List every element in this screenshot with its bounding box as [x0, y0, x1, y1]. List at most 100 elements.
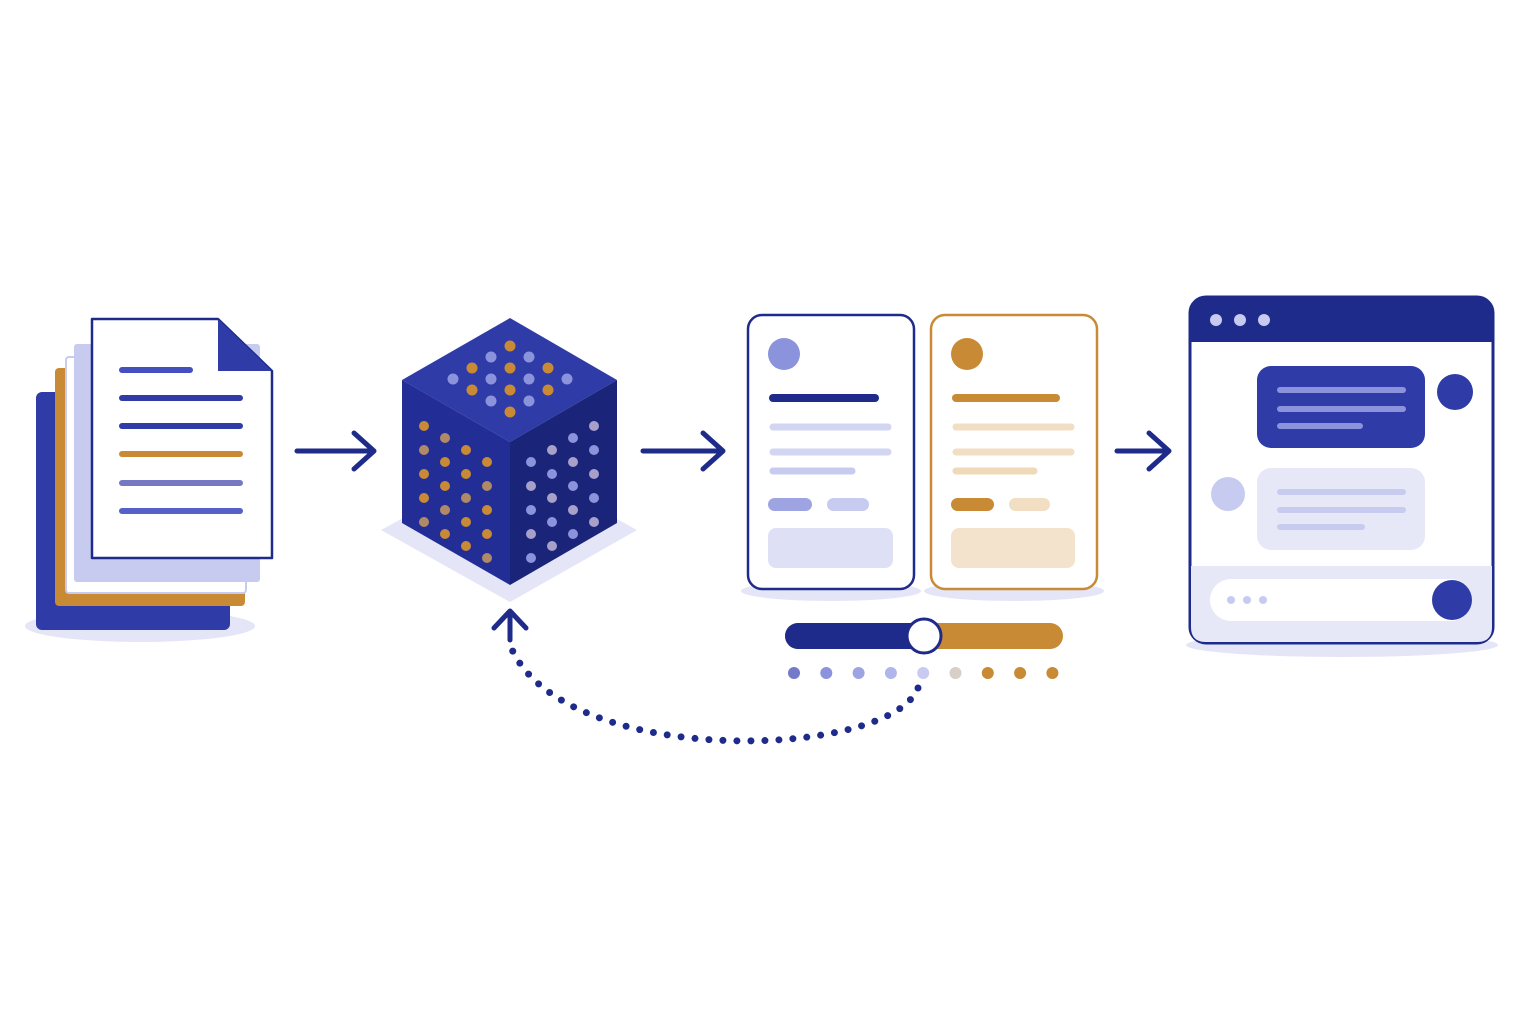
cube-dot [523, 373, 535, 385]
card-tag [768, 498, 812, 511]
cube-dot [504, 384, 516, 396]
arrow-right-icon [1114, 430, 1172, 472]
chat-window-titlebar [1190, 297, 1493, 342]
cube-dot [523, 395, 535, 407]
document-front [90, 317, 274, 560]
cube-dot [461, 541, 471, 551]
card-tag [1009, 498, 1050, 511]
cube-dot [547, 541, 557, 551]
window-dot-icon [1258, 314, 1270, 326]
card-tag [827, 498, 869, 511]
avatar-icon [768, 338, 800, 370]
cube-dot [482, 505, 492, 515]
cube-dot [461, 517, 471, 527]
cube-dot [526, 457, 536, 467]
scale-dots [788, 667, 1059, 679]
arrow-right-icon [294, 430, 377, 472]
model-cube-icon [381, 318, 637, 602]
cube-dot [485, 351, 497, 363]
cube-dot [547, 469, 557, 479]
cube-dot [542, 362, 554, 374]
cube-dot [466, 362, 478, 374]
response-card-b [929, 313, 1099, 591]
slider-track-indigo [785, 623, 924, 649]
cube-dot [461, 445, 471, 455]
cube-dot [440, 433, 450, 443]
cube-dot [485, 395, 497, 407]
cube-dot [419, 517, 429, 527]
cube-dot [482, 529, 492, 539]
cube-dot [568, 481, 578, 491]
cube-dot [419, 421, 429, 431]
cube-dot [568, 433, 578, 443]
cube-dot [526, 481, 536, 491]
cube-dot [461, 493, 471, 503]
cube-dot [542, 384, 554, 396]
cube-dot [547, 445, 557, 455]
cube-dot [466, 384, 478, 396]
cube-dot [568, 457, 578, 467]
cube-dot [568, 505, 578, 515]
scale-dot [788, 667, 800, 679]
card-action-block [951, 528, 1075, 568]
cube-dot [419, 445, 429, 455]
user-avatar-icon [1437, 374, 1473, 410]
scale-dot [981, 667, 994, 679]
cube-dot [440, 505, 450, 515]
cube-dot [504, 362, 516, 374]
scale-dot [884, 667, 897, 679]
document-stack-icon [25, 317, 274, 642]
cube-dot [547, 493, 557, 503]
scale-dot [917, 667, 930, 679]
cube-dot [419, 469, 429, 479]
cube-dot [561, 373, 573, 385]
cube-top-face [402, 318, 617, 442]
response-card-a [746, 313, 916, 591]
cube-dot [589, 469, 599, 479]
cube-dot [526, 529, 536, 539]
scale-dot [1014, 667, 1027, 679]
cube-dot [523, 351, 535, 363]
arrow-right-icon [640, 430, 726, 472]
cube-right-face [510, 380, 617, 585]
slider-knob[interactable] [905, 617, 943, 655]
card-action-block [768, 528, 893, 568]
assistant-avatar-icon [1211, 477, 1245, 511]
response-cards-icon [741, 313, 1104, 679]
window-dot-icon [1234, 314, 1246, 326]
chat-window-icon [1186, 295, 1498, 657]
document-fold [218, 319, 272, 371]
cube-dot [504, 340, 516, 352]
card-tag [951, 498, 994, 511]
scale-dot [1046, 667, 1059, 679]
feedback-loop-path [506, 641, 922, 745]
scale-dot [820, 667, 833, 679]
cube-dot [461, 469, 471, 479]
avatar-icon [951, 338, 983, 370]
cube-dot [440, 457, 450, 467]
cube-dot [482, 457, 492, 467]
cube-dot [526, 505, 536, 515]
cube-dot [589, 421, 599, 431]
send-button[interactable] [1432, 580, 1472, 620]
cube-dot [482, 481, 492, 491]
cube-dot [504, 406, 516, 418]
chat-input-field[interactable] [1210, 579, 1472, 621]
preference-slider[interactable] [785, 617, 1063, 655]
cube-dot [589, 517, 599, 527]
scale-dot [949, 667, 962, 679]
typing-dot-icon [1259, 596, 1267, 604]
cube-dot [419, 493, 429, 503]
arrow-up-icon [491, 608, 529, 643]
window-dot-icon [1210, 314, 1222, 326]
typing-dot-icon [1227, 596, 1235, 604]
typing-dot-icon [1243, 596, 1251, 604]
cube-dot [589, 493, 599, 503]
document-text-lines [119, 367, 243, 514]
feedback-loop [491, 608, 922, 745]
cube-dot [547, 517, 557, 527]
scale-dot [852, 667, 865, 679]
cube-dot [447, 373, 459, 385]
cube-dots [419, 340, 599, 563]
